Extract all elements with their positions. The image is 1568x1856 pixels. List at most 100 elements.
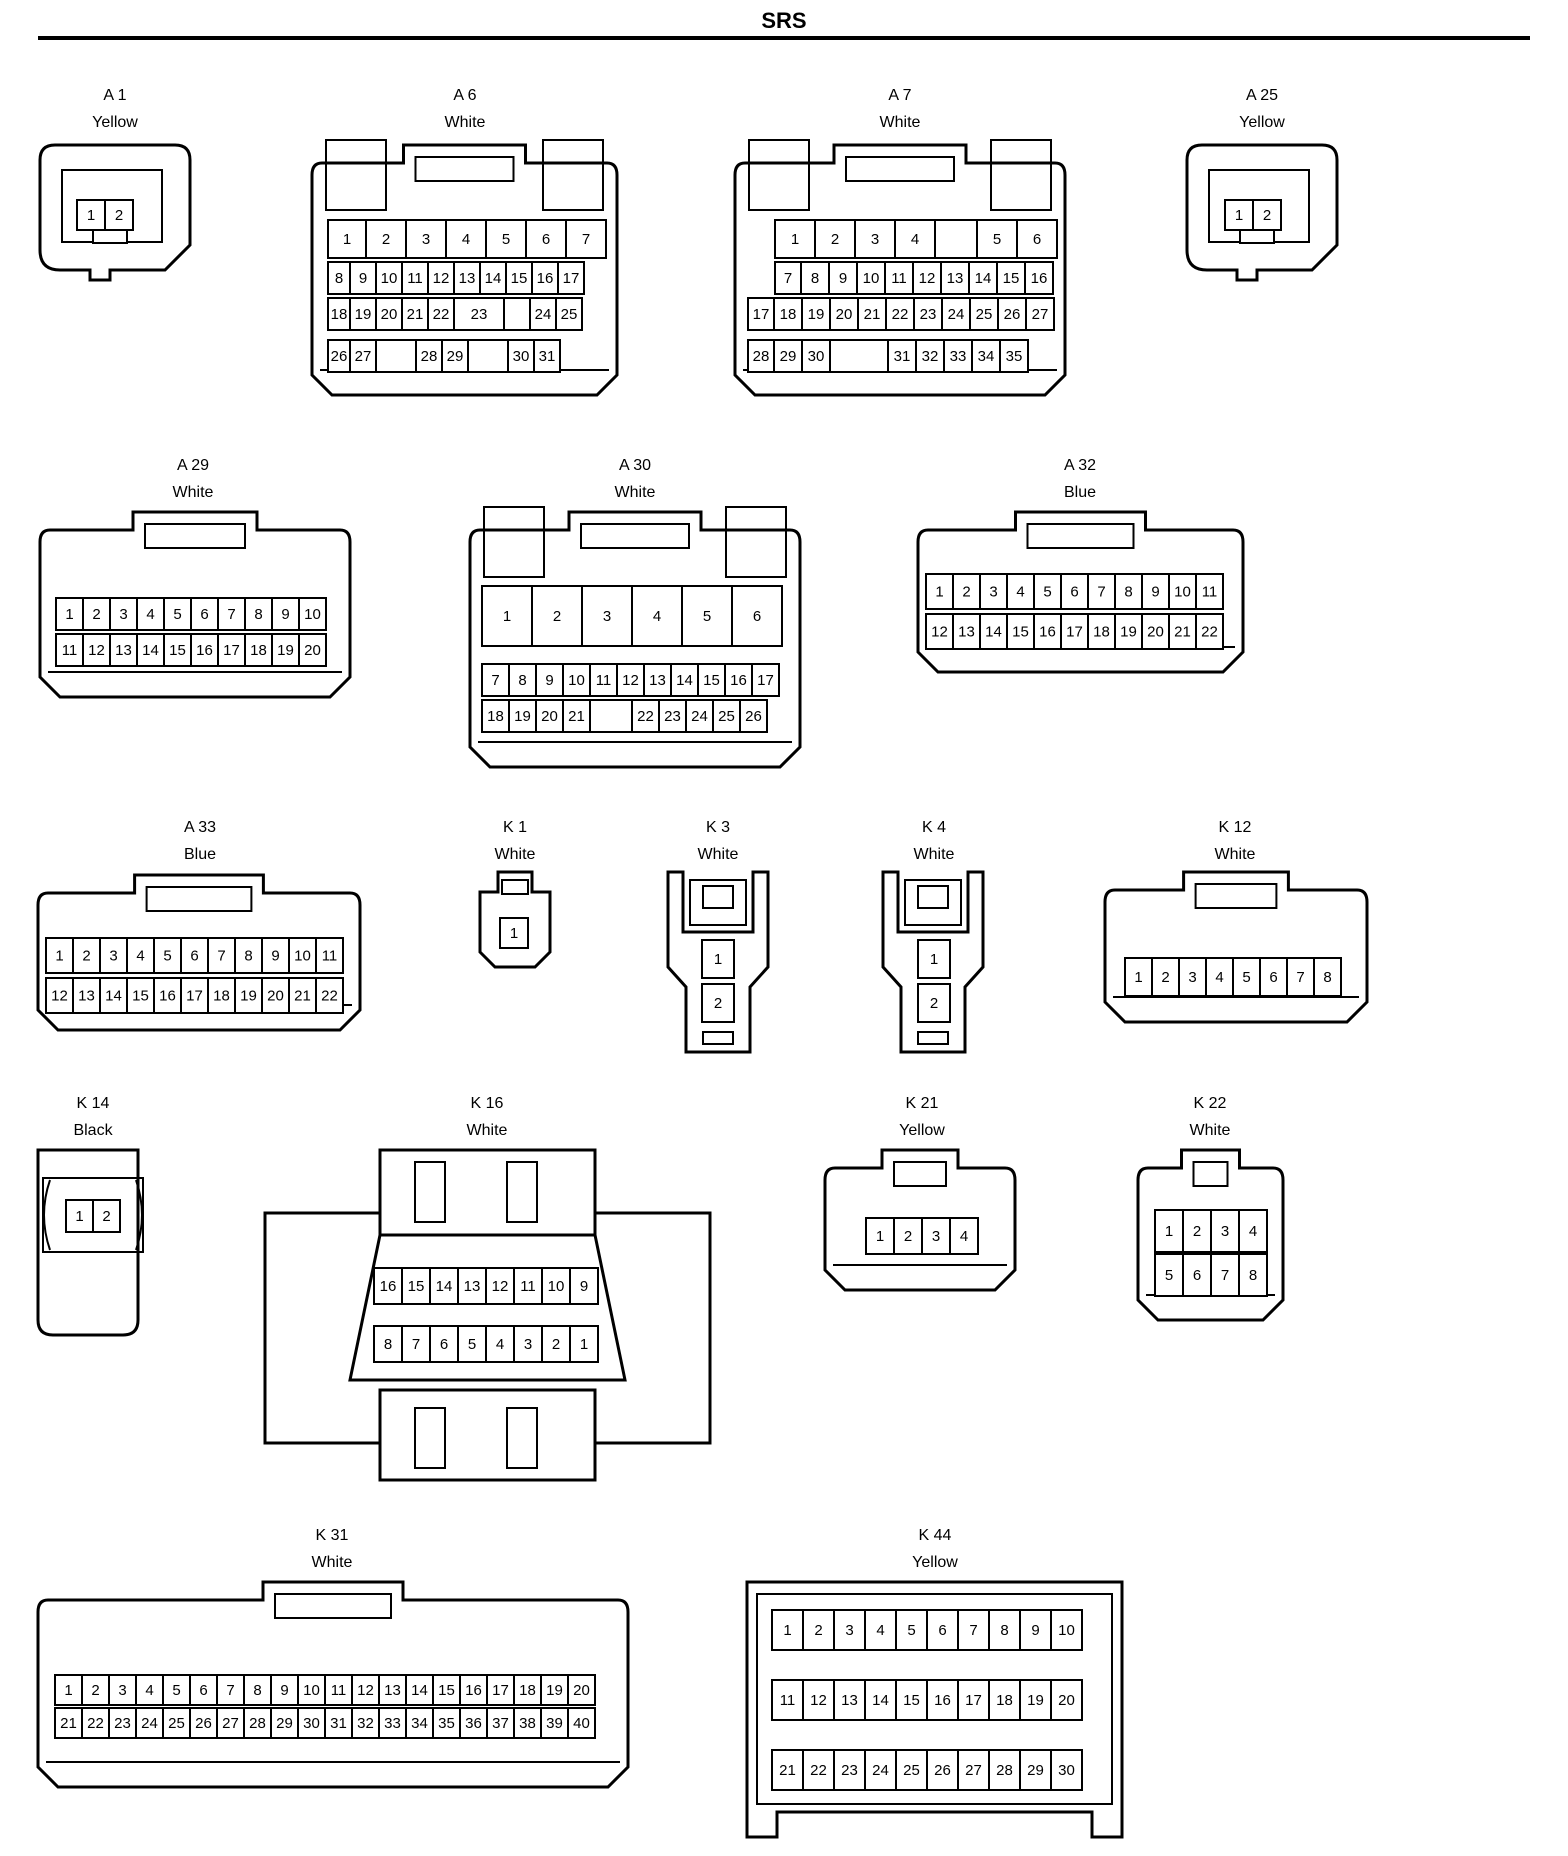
pin-number: 13 [464, 1278, 481, 1295]
pin-cavity [988, 1679, 1021, 1721]
pin-number: 17 [965, 1692, 982, 1709]
pin-cavity [999, 339, 1029, 373]
pin-number: 5 [163, 948, 171, 965]
pin-number: 8 [518, 672, 526, 689]
pin-cavity [486, 1674, 515, 1706]
pin-number: 3 [871, 231, 879, 248]
pin-number: 7 [412, 1336, 420, 1353]
left-latch [43, 1179, 51, 1251]
pin-number: 29 [1027, 1762, 1044, 1779]
pin-cavity [1195, 573, 1224, 610]
pin-cavity [1033, 613, 1062, 650]
pin-cavity [971, 339, 1001, 373]
pin-cavity [415, 339, 443, 373]
pin-cavity [949, 1217, 979, 1255]
pin-number: 15 [903, 1692, 920, 1709]
pin-cavity [65, 1199, 94, 1233]
pin-cavity [375, 261, 403, 295]
pin-number: 2 [91, 1682, 99, 1699]
pin-number: 22 [433, 306, 450, 323]
pin-cavity [917, 983, 951, 1023]
pin-number: 11 [407, 270, 423, 287]
pin-number: 1 [791, 231, 799, 248]
pin-number: 4 [1215, 969, 1223, 986]
pin-number: 35 [438, 1715, 455, 1732]
connector-id: K 21 [906, 1095, 939, 1112]
pin-number: 14 [142, 642, 159, 659]
pin-cavity [541, 1325, 571, 1363]
pin-number: 23 [841, 1762, 858, 1779]
pin-number: 17 [492, 1682, 509, 1699]
pin-number: 12 [51, 988, 68, 1005]
pin-number: 10 [303, 1682, 320, 1699]
pin-cavity [378, 1707, 407, 1739]
pin-cavity [525, 219, 567, 259]
pin-cavity [1050, 1749, 1083, 1791]
pin-cavity [1124, 957, 1153, 997]
connector-id: K 44 [919, 1527, 952, 1544]
pin-number: 30 [303, 1715, 320, 1732]
pin-cavity [485, 1267, 515, 1305]
pin-number: 9 [359, 270, 367, 287]
pin-number: 20 [836, 306, 853, 323]
pin-number: 16 [1031, 270, 1048, 287]
connector-id: K 14 [77, 1095, 110, 1112]
pin-cavity [833, 1609, 866, 1651]
connector-color: White [1190, 1122, 1231, 1139]
pin-cavity [427, 297, 455, 331]
pin-cavity [405, 1674, 434, 1706]
pin-number: 12 [931, 624, 948, 641]
pin-number: 10 [294, 948, 311, 965]
pin-cavity [952, 613, 981, 650]
pin-number: 1 [580, 1336, 588, 1353]
top-tab-1 [414, 1161, 446, 1223]
connector-color: White [914, 846, 955, 863]
pin-number: 21 [779, 1762, 796, 1779]
pin-number: 7 [491, 672, 499, 689]
pin-cavity [829, 297, 859, 331]
right-guide [542, 139, 604, 211]
pin-number: 12 [357, 1682, 374, 1699]
pin-cavity [801, 339, 831, 373]
pin-number: 2 [962, 584, 970, 601]
pin-number: 18 [996, 1692, 1013, 1709]
pin-cavity [1286, 957, 1315, 997]
pin-cavity [1016, 219, 1058, 259]
pin-number: 21 [407, 306, 424, 323]
pin-number: 12 [810, 1692, 827, 1709]
pin-number: 14 [985, 624, 1002, 641]
pin-cavity [541, 1267, 571, 1305]
pin-cavity [913, 297, 943, 331]
pin-cavity [731, 585, 783, 647]
pin-cavity [895, 1609, 928, 1651]
pin-number: 8 [1000, 1622, 1008, 1639]
pin-number: 19 [546, 1682, 563, 1699]
pin-number: 5 [703, 608, 711, 625]
pin-cavity [162, 1707, 191, 1739]
pin-number: 16 [380, 1278, 397, 1295]
pin-number: 36 [465, 1715, 482, 1732]
pin-number: 10 [304, 606, 321, 623]
pin-number: 6 [1070, 584, 1078, 601]
pin-number: 16 [730, 672, 747, 689]
pin-cavity [429, 1325, 459, 1363]
pin-cavity [921, 1217, 951, 1255]
pin-cavity [969, 297, 999, 331]
pin-number: 13 [78, 988, 95, 1005]
pin-cavity [857, 297, 887, 331]
pin-number: 19 [514, 708, 531, 725]
pin-number: 31 [330, 1715, 347, 1732]
pin-number: 25 [168, 1715, 185, 1732]
connector-id: A 29 [177, 457, 209, 474]
pin-cavity [567, 1707, 596, 1739]
connector-color: White [495, 846, 536, 863]
pin-number: 18 [780, 306, 797, 323]
pin-number: 22 [1201, 624, 1218, 641]
connector-id: A 33 [184, 819, 216, 836]
pin-number: 3 [845, 1622, 853, 1639]
pin-number: 23 [114, 1715, 131, 1732]
